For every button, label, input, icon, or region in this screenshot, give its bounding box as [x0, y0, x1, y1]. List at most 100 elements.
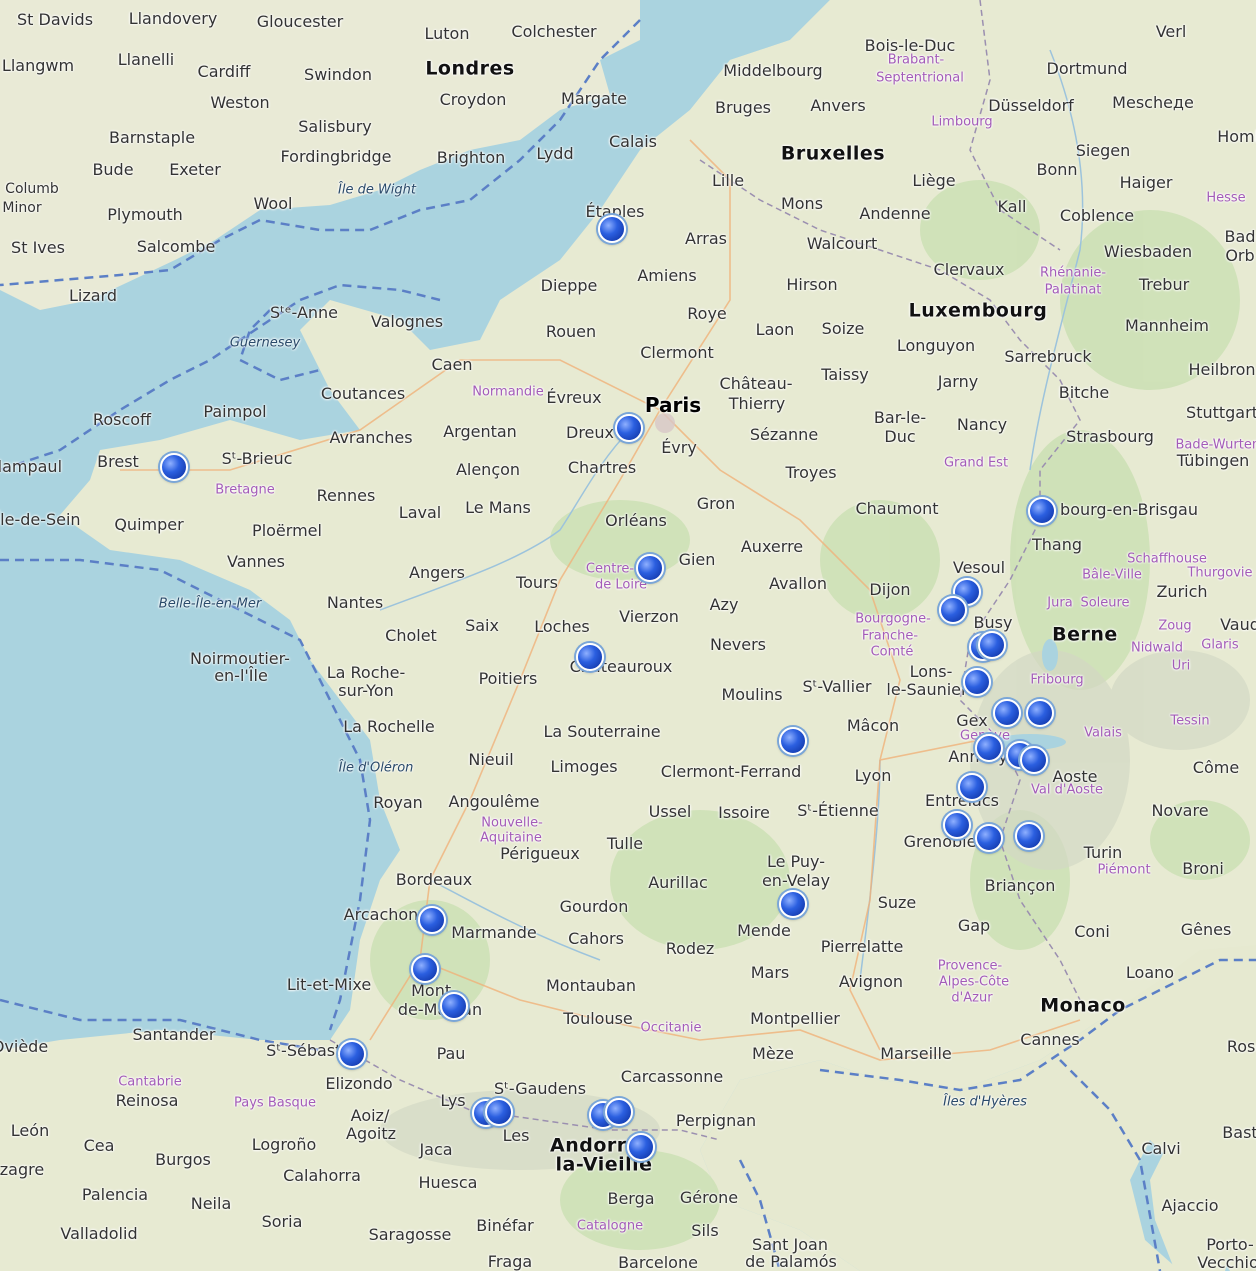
place-label: Occitanie: [640, 1020, 702, 1036]
place-label: Brighton: [436, 148, 506, 167]
location-marker[interactable]: [975, 824, 1003, 852]
location-marker[interactable]: [411, 955, 439, 983]
place-label: Dortmund: [1046, 59, 1128, 78]
regional-borders: [329, 0, 1081, 1141]
place-label: Strasbourg: [1066, 427, 1154, 446]
place-label: Étaples: [585, 202, 645, 221]
location-marker[interactable]: [953, 578, 981, 606]
place-label: Soleure: [1080, 595, 1130, 611]
place-label: Le Mans: [465, 498, 531, 517]
location-marker[interactable]: [993, 699, 1021, 727]
place-label: Périgueux: [500, 844, 580, 863]
location-marker[interactable]: [598, 215, 626, 243]
place-label: Margate: [561, 89, 627, 108]
location-marker[interactable]: [418, 906, 446, 934]
location-marker[interactable]: [338, 1040, 366, 1068]
place-label: Les: [502, 1126, 530, 1145]
place-label: Cardiff: [197, 62, 251, 81]
location-marker[interactable]: [975, 734, 1003, 762]
place-label: Broni: [1182, 859, 1224, 878]
place-label: Minor: [2, 200, 42, 216]
maritime-borders: [0, 19, 1256, 1271]
location-marker[interactable]: [485, 1098, 513, 1126]
location-marker[interactable]: [1026, 699, 1054, 727]
location-marker[interactable]: [576, 643, 604, 671]
place-label: Calais: [608, 132, 658, 151]
place-label: La Rochelle: [343, 717, 435, 736]
place-label: Gloucester: [256, 12, 344, 31]
place-label: Loano: [1125, 963, 1175, 982]
location-marker[interactable]: [779, 890, 807, 918]
place-label: Clermont-Ferrand: [660, 762, 802, 781]
place-label: Sᵗᵉ-Anne: [269, 303, 339, 322]
place-label: le-Saunier: [886, 680, 968, 699]
place-label: Vaud: [1220, 615, 1256, 634]
place-label: Agoitz: [345, 1124, 397, 1143]
place-label: Moulins: [721, 685, 783, 704]
place-label: Gap: [957, 916, 991, 935]
place-label: Royan: [373, 793, 423, 812]
place-label: Centre-: [585, 561, 635, 577]
location-marker[interactable]: [958, 773, 986, 801]
place-label: Lydd: [536, 144, 574, 163]
place-label: Wool: [253, 194, 293, 213]
place-label: Stuttgart: [1186, 403, 1256, 422]
place-label: Londres: [425, 57, 515, 80]
location-marker[interactable]: [615, 414, 643, 442]
place-label: Belle-Île-en-Mer: [158, 596, 262, 612]
place-label: Andenne: [859, 204, 931, 223]
location-marker[interactable]: [1015, 822, 1043, 850]
location-marker[interactable]: [160, 453, 188, 481]
place-label: Soria: [261, 1212, 303, 1231]
location-marker[interactable]: [1028, 497, 1056, 525]
location-marker[interactable]: [939, 596, 967, 624]
land-great-britain: [0, 0, 640, 310]
location-marker[interactable]: [779, 727, 807, 755]
place-label: Coni: [1074, 922, 1110, 941]
place-label: Gien: [678, 550, 716, 569]
location-marker[interactable]: [1020, 746, 1048, 774]
location-marker[interactable]: [605, 1098, 633, 1126]
location-marker[interactable]: [627, 1133, 655, 1161]
place-label: Bruxelles: [780, 142, 886, 165]
place-label: Île de Wight: [337, 182, 417, 198]
place-label: Mons: [780, 194, 824, 213]
place-label: Middelbourg: [723, 61, 823, 80]
location-marker[interactable]: [943, 811, 971, 839]
place-label: Côme: [1192, 758, 1240, 777]
place-label: Cholet: [385, 626, 437, 645]
location-marker[interactable]: [440, 992, 468, 1020]
place-label: Montpellier: [750, 1009, 840, 1028]
place-label: Fraga: [487, 1252, 533, 1271]
place-label: Arras: [685, 229, 727, 248]
place-label: Longuyon: [896, 336, 976, 355]
place-label: Alençon: [455, 460, 521, 479]
place-label: Columb: [5, 181, 59, 197]
place-label: Swindon: [304, 65, 372, 84]
place-label: Lyon: [854, 766, 892, 785]
place-label: Ajaccio: [1161, 1196, 1219, 1215]
place-label: Glaris: [1201, 637, 1239, 653]
place-label: Cannes: [1020, 1030, 1080, 1049]
place-label: Hirson: [786, 275, 838, 294]
location-marker[interactable]: [978, 631, 1006, 659]
place-label: Rhénanie-: [1039, 265, 1107, 281]
place-label: Limbourg: [931, 114, 993, 130]
location-marker[interactable]: [963, 668, 991, 696]
place-label: Paris: [644, 393, 702, 417]
place-label: Soize: [821, 319, 865, 338]
place-label: Aoste: [1052, 767, 1098, 786]
place-label: Cea: [83, 1136, 115, 1155]
location-marker[interactable]: [636, 554, 664, 582]
paris-area: [655, 413, 675, 433]
place-label: Walcourt: [806, 234, 878, 253]
place-label: Bretagne: [215, 482, 275, 498]
place-label: Trebur: [1138, 275, 1190, 294]
place-label: Novare: [1151, 801, 1209, 820]
place-label: Reinosa: [115, 1091, 179, 1110]
land-corsica: [1150, 1120, 1240, 1271]
place-label: Azy: [709, 595, 739, 614]
place-label: Thang: [1031, 535, 1083, 554]
place-label: Barcelone: [618, 1253, 698, 1271]
